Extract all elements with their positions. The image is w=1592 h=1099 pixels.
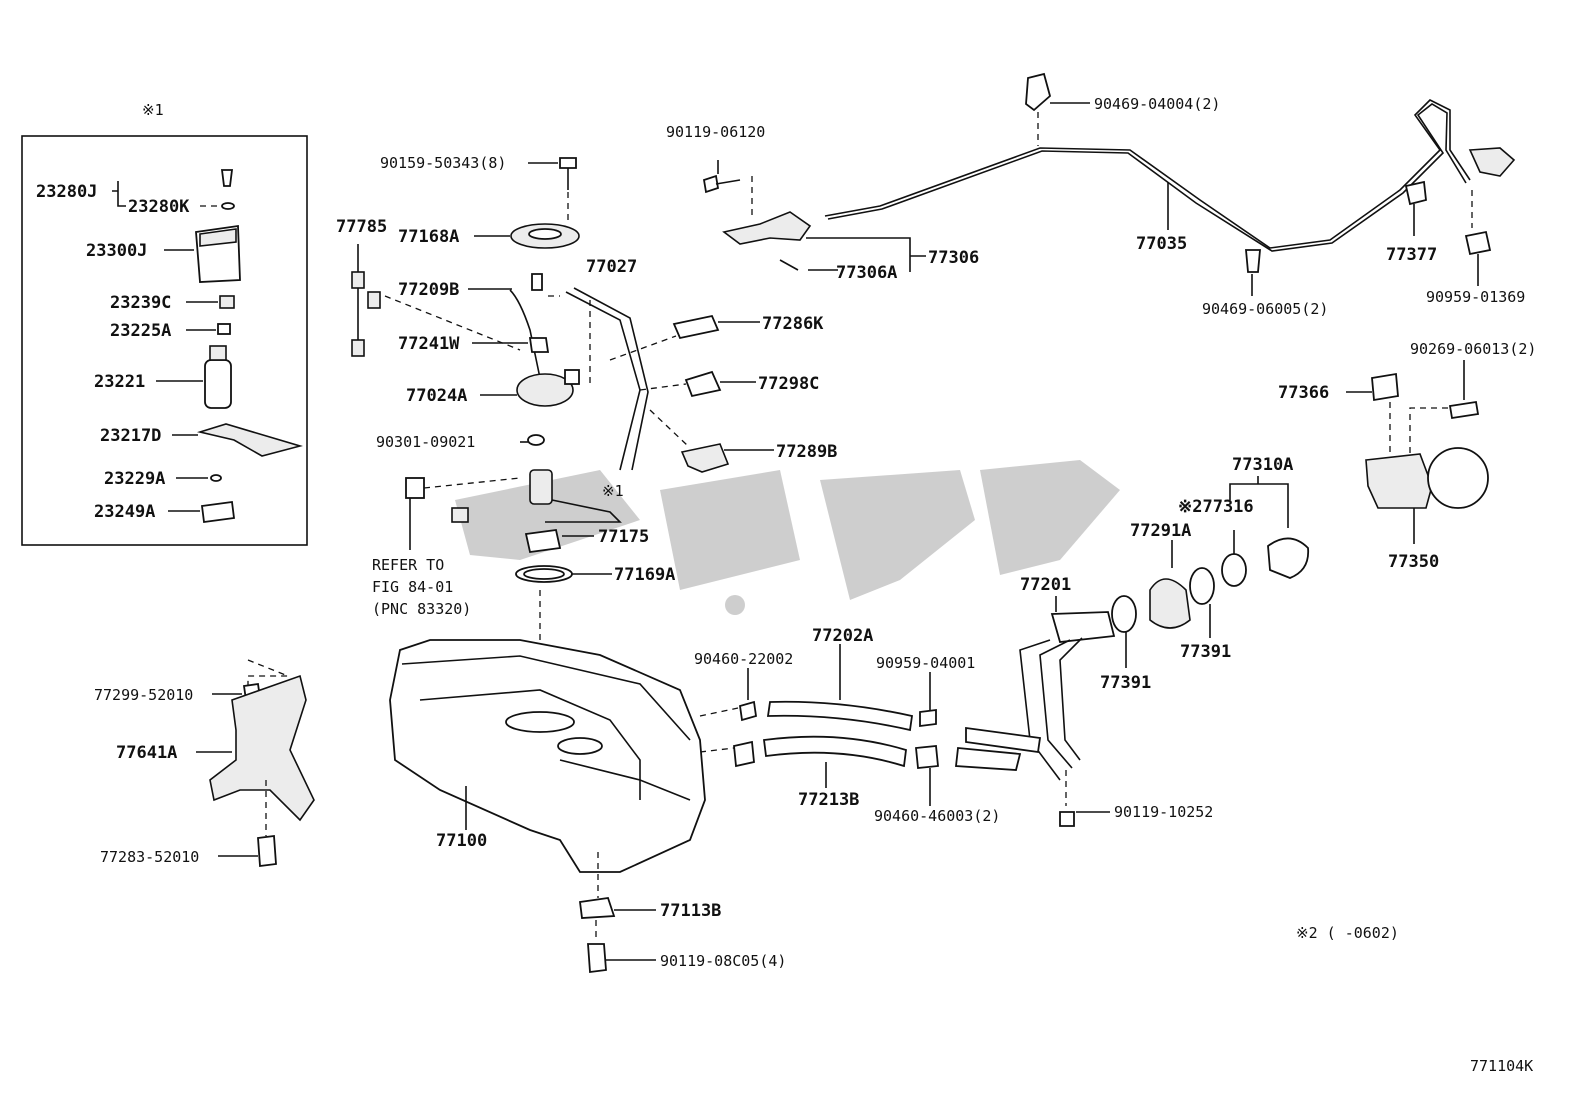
label-90959-01369: 90959-01369 [1426,288,1525,306]
label-77027: 77027 [586,257,637,277]
refer-line-2: FIG 84-01 [372,578,453,596]
label-77168A: 77168A [398,227,459,247]
label-23300J: 23300J [86,241,147,261]
label-77310A: 77310A [1232,455,1293,475]
label-23229A: 23229A [104,469,165,489]
inset-note: ※1 [142,101,164,119]
label-77175: 77175 [598,527,649,547]
label-77306A: 77306A [836,263,897,283]
label-77289B: 77289B [776,442,837,462]
label-77201: 77201 [1020,575,1071,595]
label-23225A: 23225A [110,321,171,341]
label-77209B: 77209B [398,280,459,300]
filler-parts [955,476,1310,827]
label-77213B: 77213B [798,790,859,810]
label-90159-50343: 90159-50343(8) [380,154,506,172]
label-23249A: 23249A [94,502,155,522]
label-90119-06120: 90119-06120 [666,123,765,141]
label-77350: 77350 [1388,552,1439,572]
label-77298C: 77298C [758,374,819,394]
label-77377: 77377 [1386,245,1437,265]
label-90959-04001: 90959-04001 [876,654,975,672]
refer-line-1: REFER TO [372,556,444,574]
label-77241W: 77241W [398,334,460,354]
refer-line-3: (PNC 83320) [372,600,471,618]
label-77391-a: 77391 [1100,673,1151,693]
label-90119-08C05: 90119-08C05(4) [660,952,786,970]
label-23239C: 23239C [110,293,171,313]
label-77291A: 77291A [1130,521,1191,541]
label-77391-b: 77391 [1180,642,1231,662]
label-77366: 77366 [1278,383,1329,403]
footnote: ※2 ( -0602) [1296,924,1399,942]
label-77202A: 77202A [812,626,873,646]
label-90301-09021: 90301-09021 [376,433,475,451]
label-77024A: 77024A [406,386,467,406]
figure-code: 771104K [1470,1057,1533,1075]
label-77100: 77100 [436,831,487,851]
fuel-lid-cable [824,72,1516,296]
label-77785: 77785 [336,217,387,237]
clip-parts [609,160,926,473]
label-77286K: 77286K [762,314,824,334]
label-90469-06005: 90469-06005(2) [1202,300,1328,318]
fuel-pump-inset: ※1 [21,101,308,546]
label-23221: 23221 [94,372,145,392]
hose-parts [699,644,939,806]
label-77306: 77306 [928,248,979,268]
label-77035: 77035 [1136,234,1187,254]
label-90269-06013: 90269-06013(2) [1410,340,1536,358]
label-23217D: 23217D [100,426,161,446]
label-23280K: 23280K [128,197,190,217]
label-77641A: 77641A [116,743,177,763]
fuel-lid-parts [1346,360,1489,544]
label-90460-22002: 90460-22002 [694,650,793,668]
fuel-tank-body [389,639,706,974]
bracket-parts [196,659,315,868]
label-77283-52010: 77283-52010 [100,848,199,866]
label-77299-52010: 77299-52010 [94,686,193,704]
watermark-logo [455,460,1120,615]
label-note-1: ※1 [602,482,624,500]
label-77169A: 77169A [614,565,675,585]
label-90460-46003: 90460-46003(2) [874,807,1000,825]
label-77316: ※277316 [1178,497,1254,517]
label-23280J: 23280J [36,182,97,202]
part-labels: 23280J 23280K 23300J 23239C 23225A 23221… [36,95,1536,1075]
pump-module-parts [351,157,649,720]
label-90469-04004: 90469-04004(2) [1094,95,1220,113]
label-90119-10252: 90119-10252 [1114,803,1213,821]
label-77113B: 77113B [660,901,721,921]
